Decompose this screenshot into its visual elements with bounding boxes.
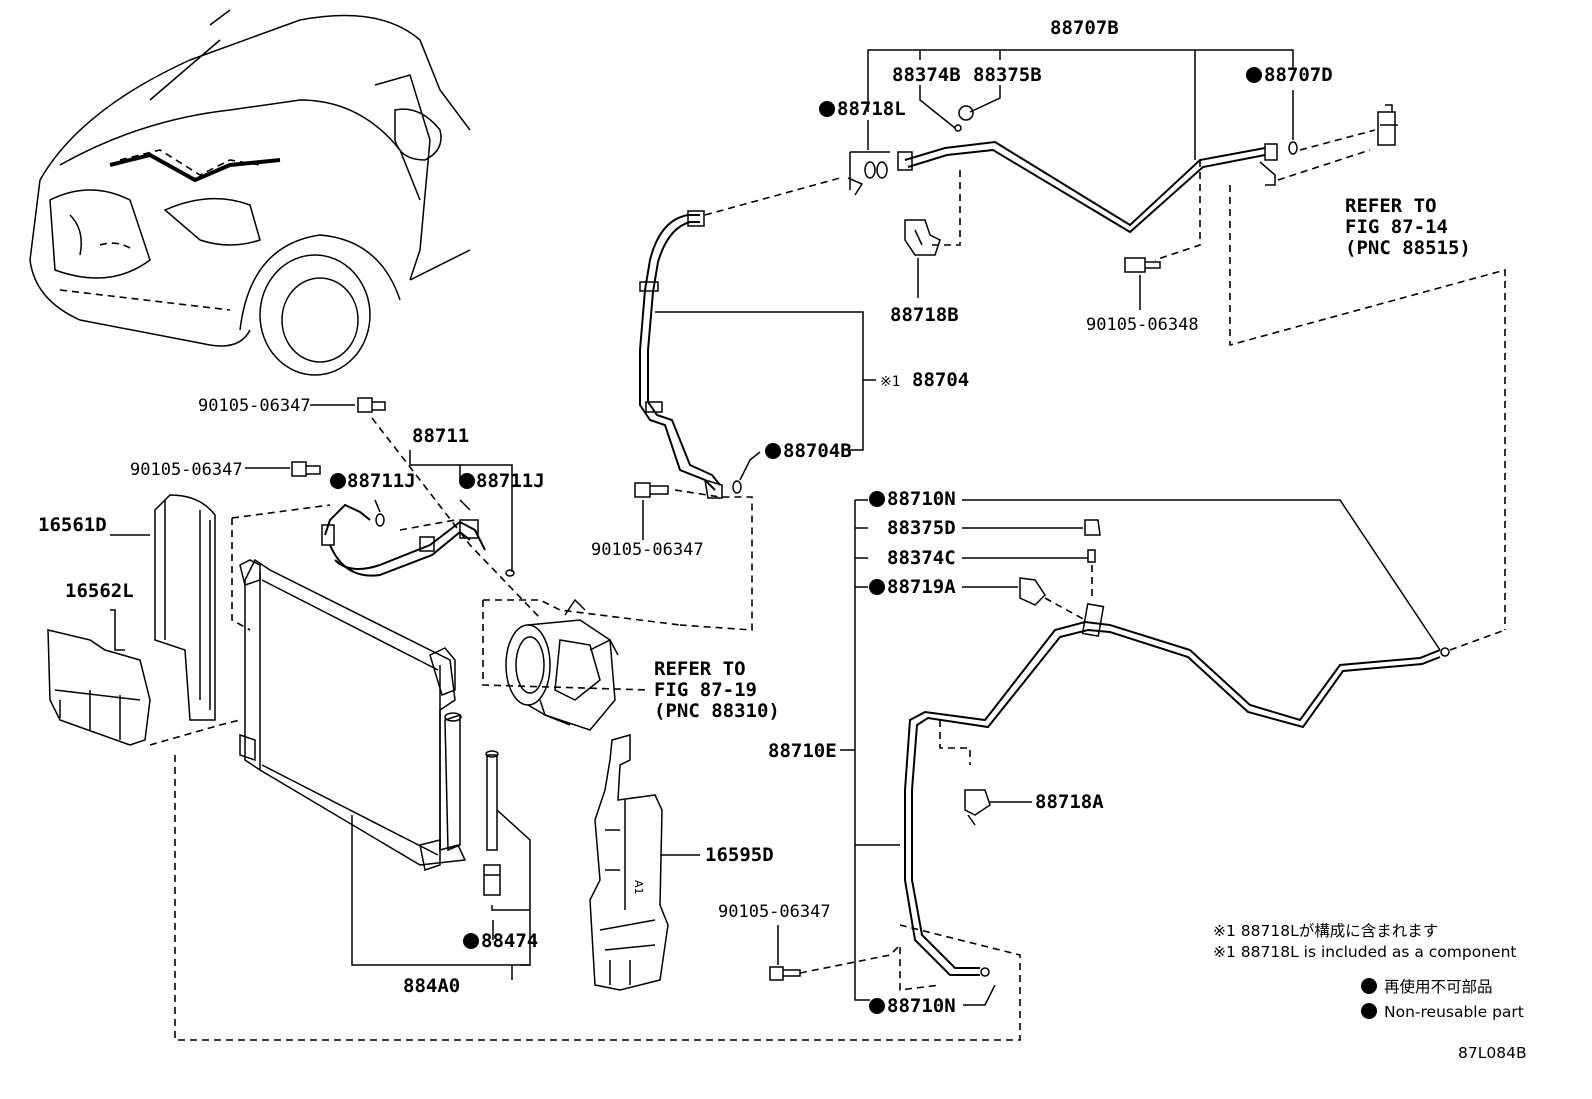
non-reusable-marker xyxy=(765,443,781,459)
label-88710N-b: 88710N xyxy=(887,995,956,1017)
non-reusable-marker xyxy=(459,473,475,489)
label-88719A: 88719A xyxy=(887,576,956,598)
label-88707D: 88707D xyxy=(1264,64,1333,86)
label-88710N-a: 88710N xyxy=(887,488,956,510)
label-88718A: 88718A xyxy=(1035,791,1104,813)
label-88710E: 88710E xyxy=(768,740,837,762)
non-reusable-marker xyxy=(869,579,885,595)
label-88707B: 88707B xyxy=(1050,17,1119,39)
label-16595D: 16595D xyxy=(705,844,774,866)
seal-16595D: A1 xyxy=(589,734,700,991)
ref-fig-87-14-line3: (PNC 88515) xyxy=(1345,237,1471,259)
label-88375B: 88375B xyxy=(973,64,1042,86)
part-labels: 88707B 88374B 88375B 88707D 88718L REFER… xyxy=(38,17,1471,1017)
non-reusable-marker xyxy=(1361,978,1377,994)
ref-fig-87-19-line2: FIG 87-19 xyxy=(654,679,757,701)
label-88374C: 88374C xyxy=(887,547,956,569)
label-88711J-a: 88711J xyxy=(347,470,416,492)
ref-fig-87-19-line3: (PNC 88310) xyxy=(654,700,780,722)
non-reusable-marker xyxy=(1361,1003,1377,1019)
label-88375D: 88375D xyxy=(887,517,956,539)
label-88704-mark: ※1 xyxy=(880,374,900,390)
label-88374B: 88374B xyxy=(892,64,961,86)
note-en-component: ※1 88718L is included as a component xyxy=(1213,943,1517,961)
non-reusable-marker xyxy=(869,491,885,507)
non-reusable-marker xyxy=(819,101,835,117)
non-reusable-marker xyxy=(330,473,346,489)
label-90105-06347-a: 90105-06347 xyxy=(198,396,311,416)
non-reusable-marker xyxy=(869,998,885,1014)
label-16562L: 16562L xyxy=(65,580,134,602)
ref-fig-87-14-line2: FIG 87-14 xyxy=(1345,216,1448,238)
legend-jp-nonreusable: 再使用不可部品 xyxy=(1384,978,1493,996)
legend: ※1 88718Lが構成に含まれます ※1 88718L is included… xyxy=(1213,922,1527,1062)
air-seal-group xyxy=(47,494,241,746)
condenser-illustration xyxy=(174,558,1021,1041)
suction-hose-group xyxy=(634,49,1506,631)
label-88718B: 88718B xyxy=(890,304,959,326)
vehicle-illustration xyxy=(29,9,471,376)
liquid-tube-group xyxy=(769,499,1506,1006)
label-884A0: 884A0 xyxy=(403,975,460,997)
label-16561D: 16561D xyxy=(38,514,107,536)
legend-en-nonreusable: Non-reusable part xyxy=(1384,1003,1524,1021)
label-88711J-b: 88711J xyxy=(476,470,545,492)
non-reusable-marker xyxy=(463,933,479,949)
label-88718L: 88718L xyxy=(837,98,906,120)
label-88704: 88704 xyxy=(912,369,969,391)
svg-text:A1: A1 xyxy=(632,880,645,895)
label-88711: 88711 xyxy=(412,425,469,447)
discharge-hose-group xyxy=(231,397,541,631)
label-88474: 88474 xyxy=(481,930,538,952)
compressor-illustration xyxy=(482,598,681,731)
label-90105-06348: 90105-06348 xyxy=(1086,315,1199,335)
label-88704B: 88704B xyxy=(783,440,852,462)
note-jp-component: ※1 88718Lが構成に含まれます xyxy=(1213,922,1438,940)
label-90105-06347-d: 90105-06347 xyxy=(718,902,831,922)
label-90105-06347-b: 90105-06347 xyxy=(130,460,243,480)
figure-id: 87L084B xyxy=(1458,1044,1527,1062)
label-90105-06347-c: 90105-06347 xyxy=(591,540,704,560)
ref-fig-87-14-line1: REFER TO xyxy=(1345,195,1437,217)
ref-fig-87-19-line1: REFER TO xyxy=(654,658,746,680)
non-reusable-marker xyxy=(1246,67,1262,83)
